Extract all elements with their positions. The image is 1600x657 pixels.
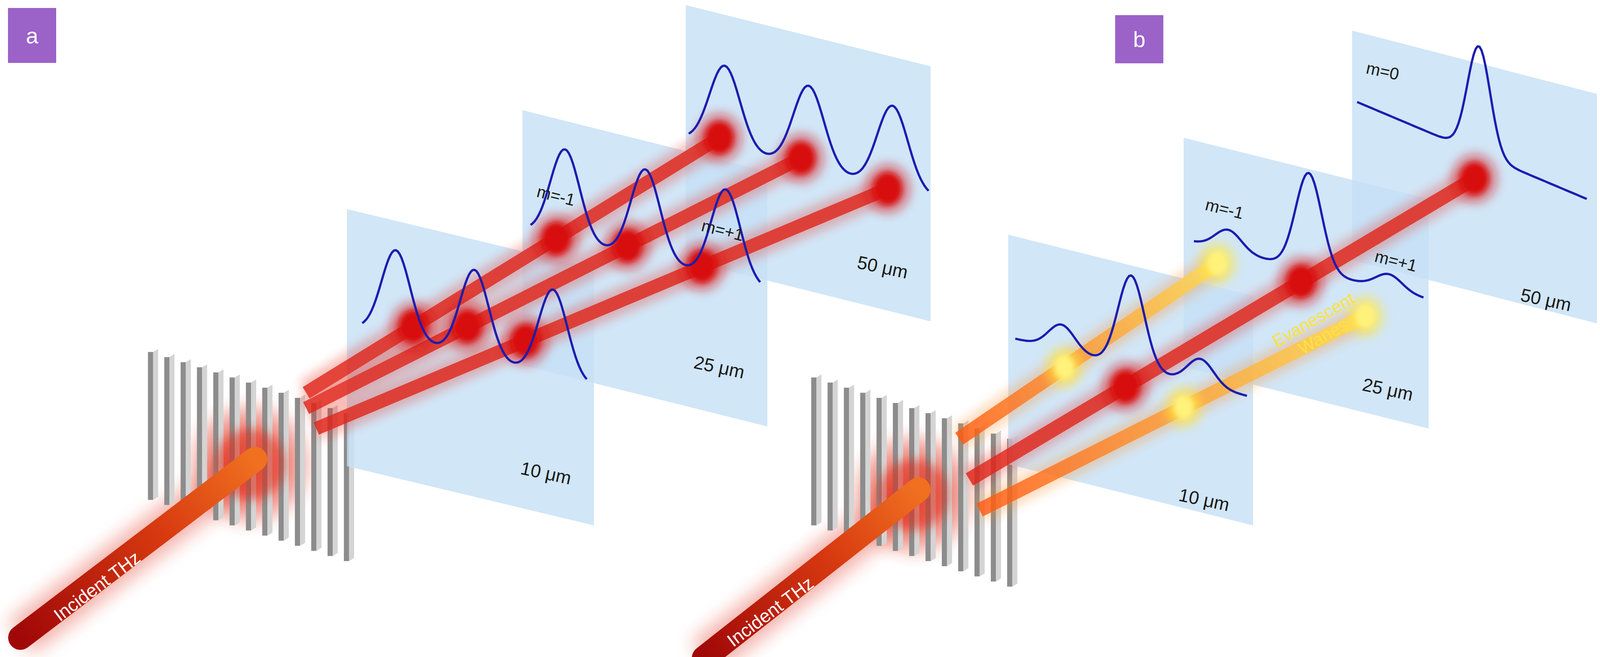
order-label: m=+1 xyxy=(699,216,746,245)
order-label: m=0 xyxy=(1364,58,1401,84)
intensity-curve xyxy=(688,65,929,191)
panel-letter: b xyxy=(1133,26,1146,53)
beam-label: Incident THz xyxy=(723,573,818,651)
panel-tag: b xyxy=(1115,15,1164,64)
intensity-curve xyxy=(1356,46,1587,199)
evanescent-label: Evanescent Wanes xyxy=(1256,282,1380,376)
panel-tag: a xyxy=(7,7,57,63)
distance-label: 10 μm xyxy=(518,458,573,489)
distance-label: 25 μm xyxy=(692,352,747,383)
intensity-curve xyxy=(530,149,761,283)
distance-label: 50 μm xyxy=(1518,284,1573,316)
distance-label: 50 μm xyxy=(855,252,910,283)
order-label: m=+1 xyxy=(1372,247,1419,276)
order-label: m=-1 xyxy=(535,182,577,210)
intensity-curve xyxy=(1194,172,1424,298)
distance-label: 25 μm xyxy=(1360,374,1415,405)
beam-label: Incident THz xyxy=(49,547,144,626)
intensity-curve xyxy=(1015,275,1247,397)
intensity-curve xyxy=(362,250,587,380)
panel-letter: a xyxy=(25,22,39,49)
distance-label: 10 μm xyxy=(1176,484,1232,516)
order-label: m=-1 xyxy=(1203,195,1246,223)
